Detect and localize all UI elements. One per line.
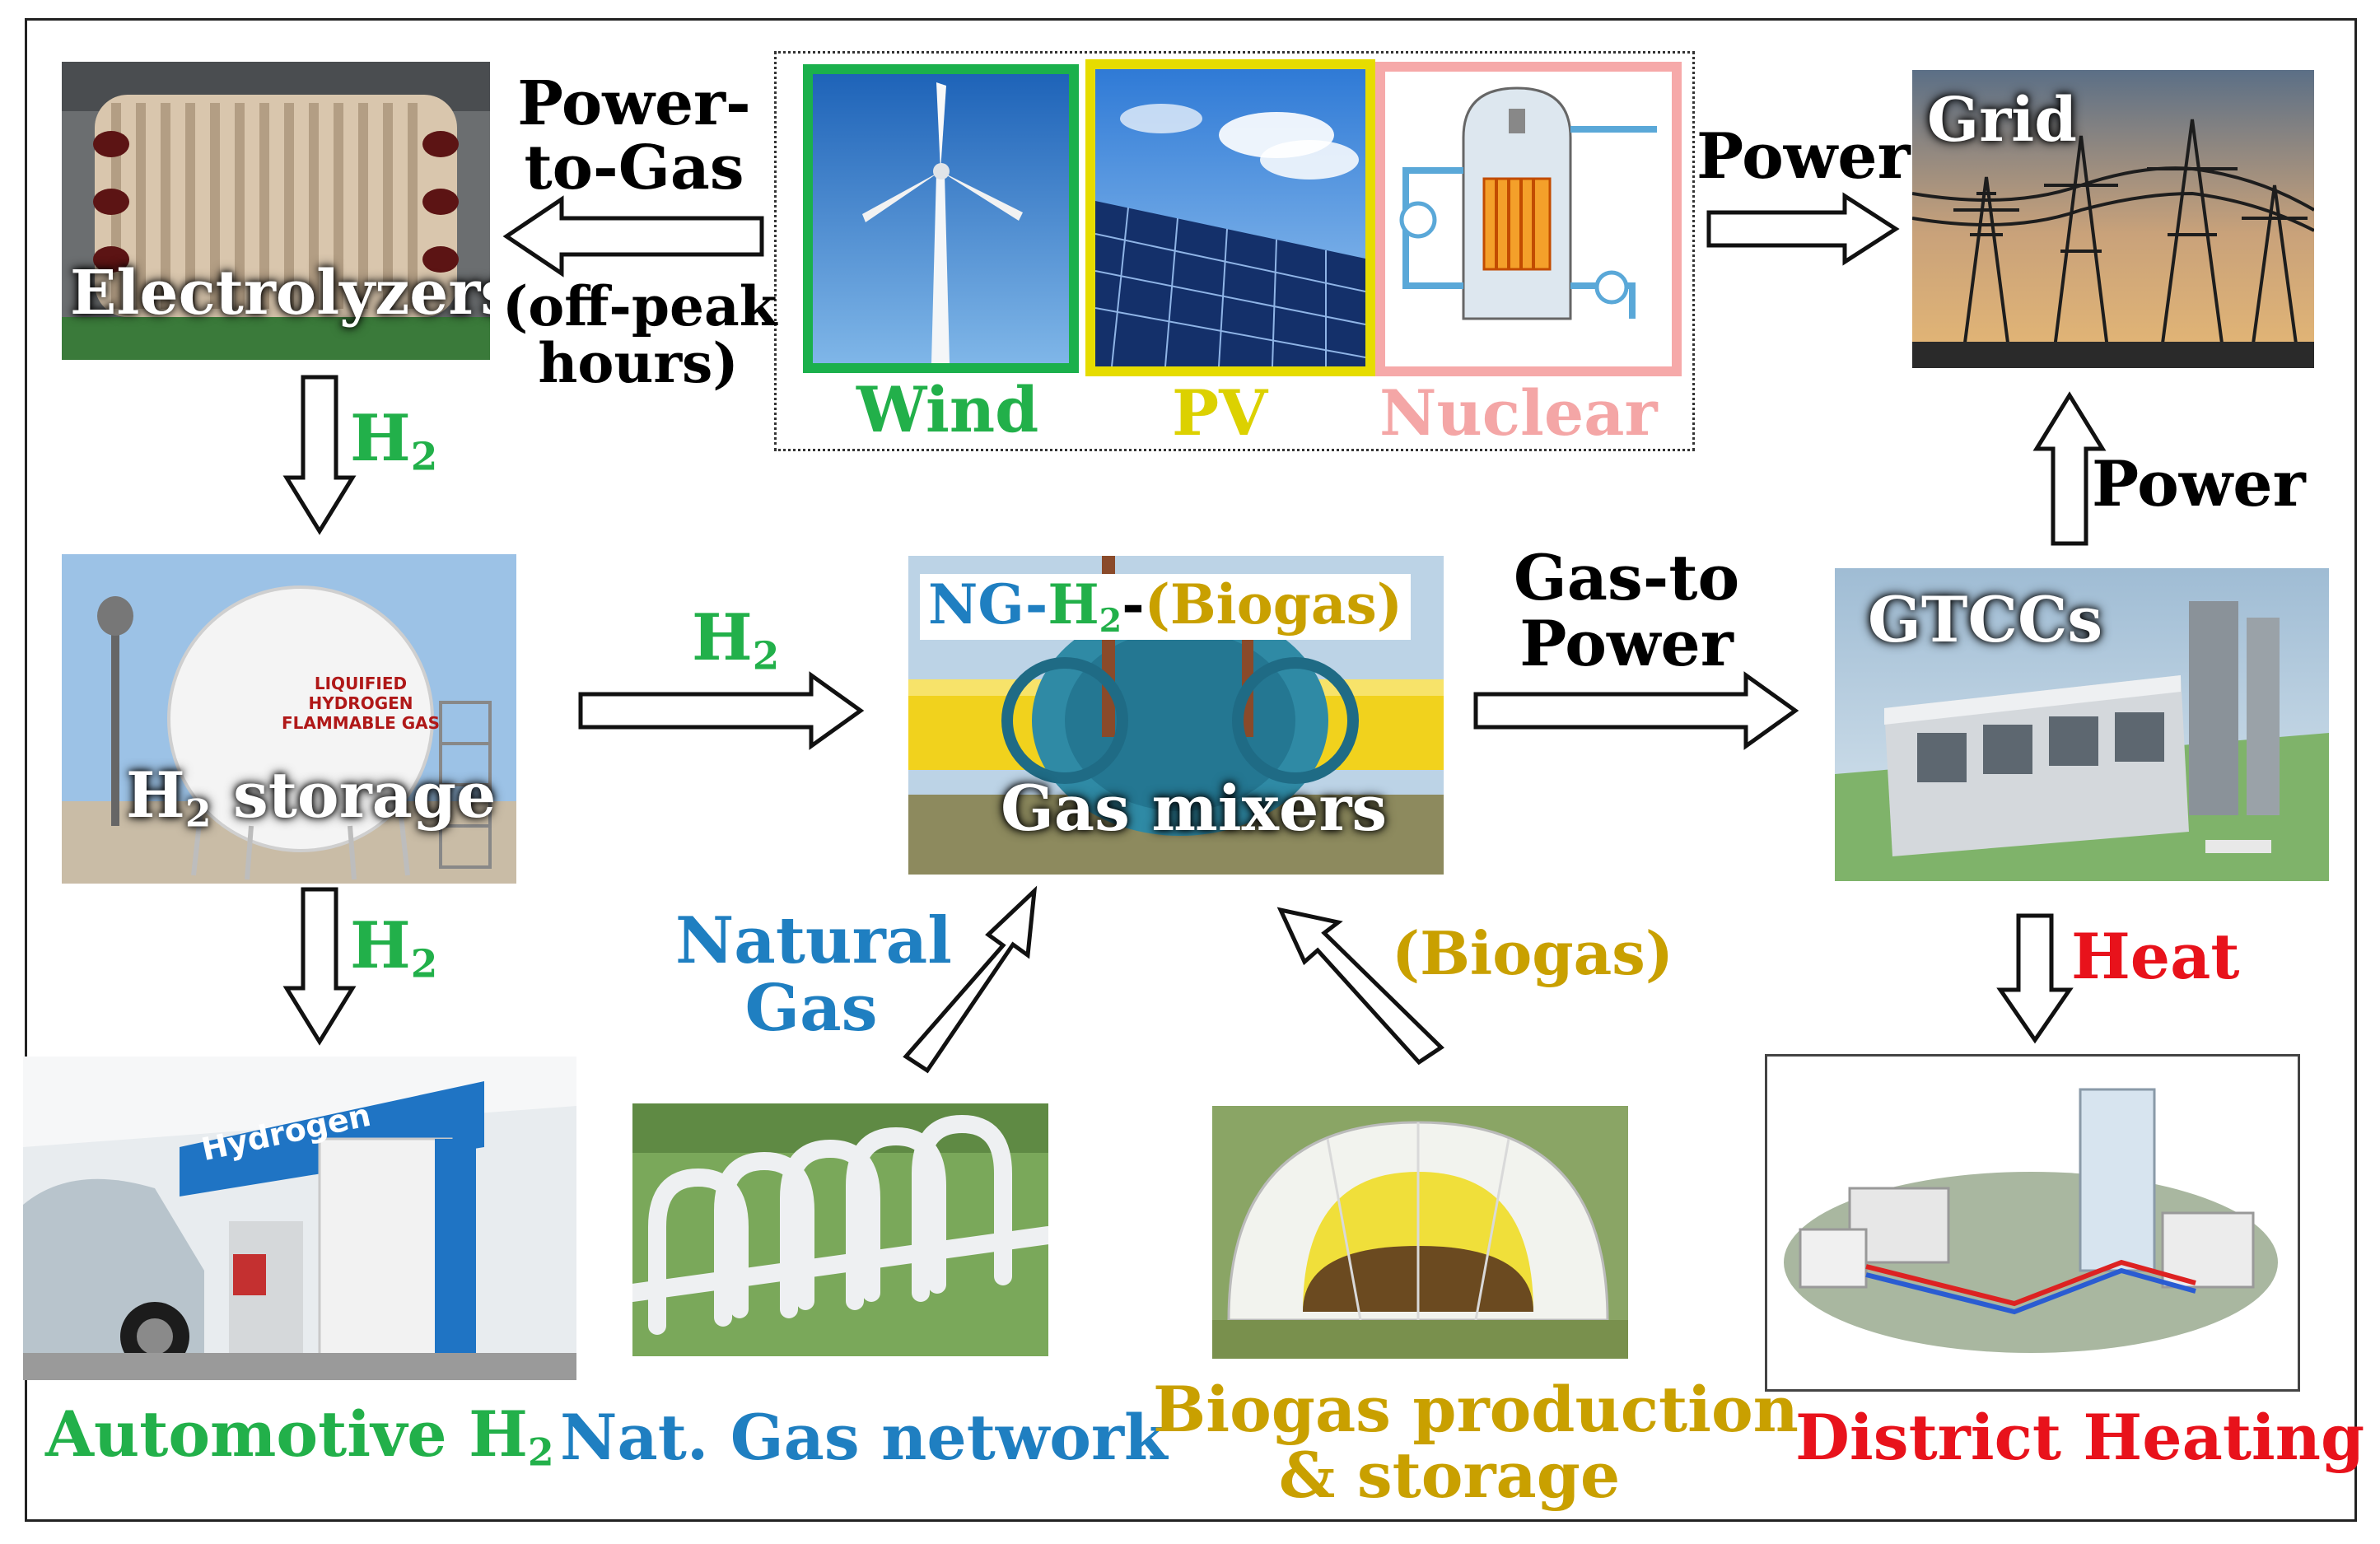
h2-storage-word: storage [233,758,497,832]
h2-label-top-h: H [350,401,411,476]
gas-mixers-image: NG-H2-(Biogas) Gas mixers [908,556,1444,875]
automotive-image: Hydrogen [23,1057,576,1380]
biogas-image [1212,1106,1628,1359]
gtcc-caption: GTCCs [1868,583,2103,656]
mixer-tag-ng: NG- [928,572,1048,637]
mixer-tag: NG-H2-(Biogas) [920,572,1412,641]
gas-to-power-line2: Power [1519,606,1734,680]
nuclear-label: Nuclear [1379,376,1658,450]
h2-label-middle: H2 [692,604,779,677]
natural-gas-line1: Natural [675,903,952,978]
natural-gas-line2: Gas [744,970,878,1046]
gas-network-image [632,1103,1048,1356]
power-up-label: Power [2092,447,2306,520]
gas-to-power-line1: Gas-to [1513,541,1740,614]
heat-label: Heat [2071,920,2240,993]
pv-label: PV [1172,376,1268,450]
h2-label-bottom: H2 [350,912,437,985]
automotive-caption-sub: 2 [527,1430,554,1475]
biogas-production-caption: Biogas production & storage [1153,1373,1799,1512]
automotive-caption-text: Automotive H [45,1397,528,1471]
off-peak-line1: (off-peak [502,274,777,338]
power-right-label: Power [1696,119,1911,193]
tank-text: LIQUIFIED HYDROGEN FLAMMABLE GAS [274,674,447,733]
power-to-gas-line2: to-Gas [524,132,744,203]
gas-mixers-caption: Gas mixers [1001,772,1388,845]
wind-turbine-image [803,64,1079,373]
h2-storage-h: H [126,758,185,832]
tank-text-line2: FLAMMABLE GAS [281,713,441,733]
mixer-tag-h: H [1048,572,1099,637]
tank-text-line1: LIQUIFIED HYDROGEN [308,674,413,713]
gtcc-image: GTCCs [1835,568,2329,881]
grid-image: Grid [1912,70,2314,368]
h2-label-bottom-sub: 2 [410,941,438,987]
biogas-production-line1: Biogas production [1153,1373,1799,1446]
biogas-label: (Biogas) [1392,918,1673,988]
mixer-tag-dash: - [1122,572,1145,637]
nuclear-reactor-image [1375,62,1682,376]
district-heating-caption: District Heating [1795,1401,2365,1474]
sources-box [774,51,1695,451]
biogas-production-line2: & storage [1278,1438,1621,1512]
district-heating-image [1765,1054,2300,1392]
h2-label-top-sub: 2 [410,434,438,480]
off-peak-line2: hours) [538,331,739,396]
h2-storage-image: LIQUIFIED HYDROGEN FLAMMABLE GAS H2 stor… [62,554,516,884]
h2-storage-caption: H2 storage [126,758,496,835]
h2-storage-sub: 2 [184,791,212,836]
gas-to-power-label: Gas-to Power [1507,545,1746,677]
electrolyzers-caption: Electrolyzers [70,258,490,329]
solar-panels-image [1085,59,1375,376]
h2-label-top: H2 [350,405,437,478]
mixer-tag-sub: 2 [1099,601,1122,640]
gas-network-caption: Nat. Gas network [560,1401,1168,1474]
off-peak-label: (off-peak hours) [502,274,777,396]
grid-caption: Grid [1927,85,2078,156]
h2-label-middle-h: H [692,600,753,675]
natural-gas-label: Natural Gas [675,903,952,1046]
outer-frame [25,18,2357,1522]
automotive-caption: Automotive H2 [45,1402,554,1472]
h2-label-bottom-h: H [350,908,411,983]
mixer-tag-biogas: (Biogas) [1144,572,1403,637]
power-to-gas-label: Power- to-Gas [511,72,758,200]
wind-label: Wind [856,373,1039,446]
electrolyzers-image: Electrolyzers [62,62,490,360]
h2-label-middle-sub: 2 [752,633,780,679]
power-to-gas-line1: Power- [517,68,751,139]
